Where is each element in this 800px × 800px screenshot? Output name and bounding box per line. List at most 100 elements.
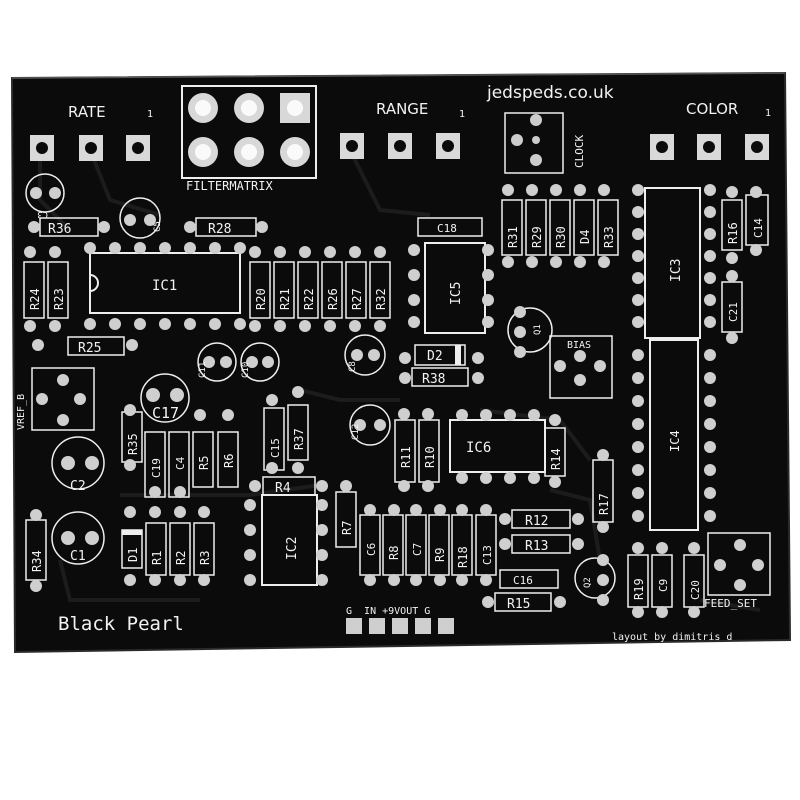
feed-set-trimmer (707, 532, 771, 596)
ic5 (408, 242, 494, 334)
clock-label: CLOCK (573, 135, 586, 168)
range-pin1: 1 (459, 109, 465, 120)
bias-label: BIAS (567, 340, 591, 351)
range-pot-pads (340, 133, 460, 159)
r23-label: R23 (52, 288, 66, 310)
ic1 (84, 242, 246, 330)
q2-label: Q2 (583, 577, 593, 588)
r26-label: R26 (326, 288, 340, 310)
c10-label: C10 (241, 362, 251, 378)
c4-label: C4 (174, 456, 187, 470)
clock-trimmer (504, 112, 564, 174)
ic5-label: IC5 (449, 282, 464, 305)
c17-label: C17 (152, 404, 179, 422)
r37-label: R37 (292, 428, 306, 450)
c1-label: C1 (70, 549, 86, 564)
r10-label: R10 (423, 446, 437, 468)
r2-label: R2 (174, 551, 188, 565)
resistor-bank-top (23, 261, 391, 319)
range-label: RANGE (376, 100, 428, 118)
d2-band (455, 345, 461, 365)
filtermatrix-header (181, 85, 317, 179)
c2-label: C2 (70, 479, 86, 494)
color-pin1: 1 (765, 108, 771, 119)
r36-label: R36 (48, 222, 71, 237)
misc-pads (24, 184, 762, 618)
r21-label: R21 (278, 288, 292, 310)
pcb-edge-highlight (11, 72, 786, 79)
r9-label: R9 (433, 548, 447, 562)
d2-label: D2 (427, 349, 443, 364)
r11-label: R11 (399, 446, 413, 468)
ic1-label: IC1 (152, 278, 177, 294)
c15-label: C15 (269, 438, 282, 458)
r34-label: R34 (30, 550, 44, 572)
r5-label: R5 (197, 456, 211, 470)
ic3 (632, 184, 716, 339)
r6-label: R4 (275, 481, 291, 496)
r31-label: R31 (506, 226, 520, 248)
c5-label: C5 (153, 221, 163, 232)
c18-label: C18 (437, 222, 457, 235)
resistor-outlines (39, 217, 571, 612)
ic2-label: IC2 (285, 537, 300, 560)
r29-label: R29 (530, 226, 544, 248)
r20-label: R20 (254, 288, 268, 310)
q2-pads (597, 554, 609, 606)
q1-pads (514, 306, 526, 358)
d1-band (122, 530, 142, 535)
ic2 (244, 494, 328, 586)
r22-label: R22 (302, 288, 316, 310)
r13-label: R13 (525, 539, 548, 554)
r14-label: R14 (549, 448, 563, 470)
color-label: COLOR (686, 100, 738, 118)
layout-credit: layout by dimitris_d (612, 632, 732, 643)
c11-label: C11 (198, 362, 208, 378)
c7-label: C7 (411, 543, 424, 556)
r30-label: R30 (554, 226, 568, 248)
c8-label: C8 (348, 361, 358, 372)
d4-label: D4 (578, 230, 592, 244)
r24-label: R24 (28, 288, 42, 310)
c14-label: C14 (752, 218, 765, 238)
url-label: jedspeds.co.uk (486, 83, 614, 103)
r28-label: R28 (208, 222, 231, 237)
r4-label: R6 (222, 454, 236, 468)
q1-label: Q1 (533, 324, 543, 335)
ic6-label: IC6 (466, 440, 491, 456)
feed-set-pads (714, 539, 764, 591)
rate-label: RATE (68, 103, 106, 121)
q1-outline (507, 307, 553, 353)
q2-outline (574, 557, 616, 599)
io-header-pads (346, 618, 454, 634)
r19-label: R19 (632, 578, 646, 600)
vref-trimmer (31, 367, 95, 431)
electrolytic-caps (25, 173, 391, 565)
c3-label: C3 (37, 209, 48, 219)
r38-label: R38 (422, 372, 445, 387)
c13-label: C13 (481, 545, 494, 565)
ic4 (632, 339, 716, 531)
c16-label: C16 (513, 574, 533, 587)
r15-label: R15 (507, 597, 530, 612)
c19-label: C19 (150, 458, 163, 478)
io-header-label: G IN +9VOUT G (346, 606, 430, 617)
r25-label: R25 (78, 341, 101, 356)
vref-label: VREF_B (16, 394, 27, 430)
r1-label: R1 (150, 551, 164, 565)
r35-label: R35 (126, 433, 140, 455)
r27-label: R27 (350, 288, 364, 310)
r18-label: R18 (456, 546, 470, 568)
board-name: Black Pearl (58, 613, 184, 635)
color-pot-pads (650, 134, 769, 160)
rate-pin1: 1 (147, 109, 153, 120)
c12-label: C12 (351, 424, 361, 440)
copper-traces (38, 149, 761, 612)
ic3-label: IC3 (669, 259, 684, 282)
r7-label: R7 (340, 521, 354, 535)
c6-label: C6 (365, 543, 378, 556)
rate-pot-pads (30, 135, 150, 161)
d1-label: D1 (126, 548, 140, 562)
r8-label: R8 (387, 546, 401, 560)
